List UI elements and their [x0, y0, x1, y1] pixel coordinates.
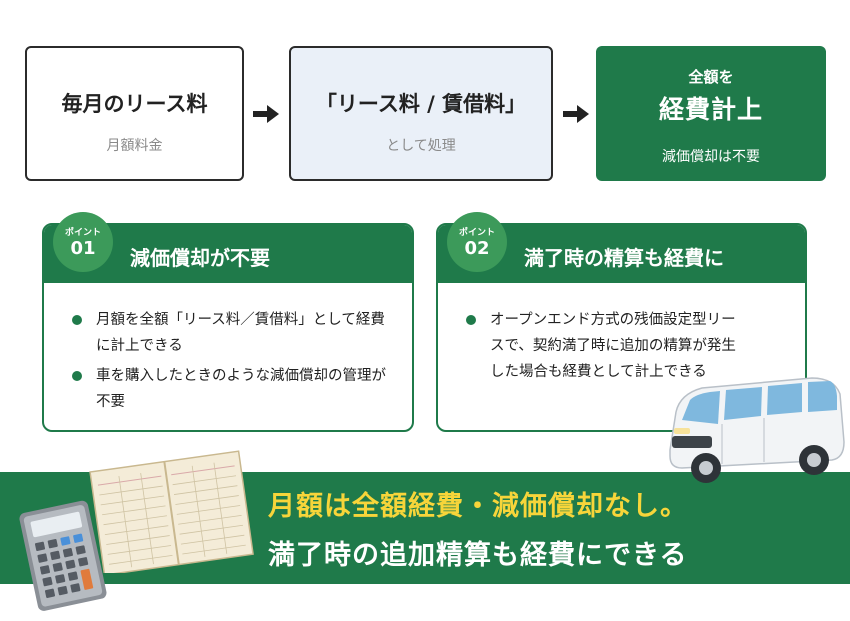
point-card-title: 減価償却が不要 — [130, 246, 270, 270]
point-badge-1: ポイント 01 — [53, 212, 113, 272]
bullet-dot — [72, 315, 82, 325]
point-card-header: 満了時の精算も経費に — [438, 225, 805, 283]
banner-headline: 月額は全額経費・減価償却なし。 — [268, 491, 688, 522]
bullet-item: オープンエンド方式の残価設定型リースで、契約満了時に追加の精算が発生した場合も経… — [466, 307, 745, 385]
flow-box-title: 毎月のリース料 — [61, 92, 208, 116]
arrow-right-icon — [563, 105, 589, 123]
flow-box-lease-expense: 「リース料 / 賃借料」 として処理 — [289, 46, 553, 181]
calculator-illustration — [19, 500, 107, 611]
badge-label: ポイント — [64, 228, 101, 238]
bullet-text: 車を購入したときのような減価償却の管理が不要 — [96, 368, 386, 410]
bullet-dot — [72, 371, 82, 381]
flow-box-full-expense: 全額を 経費計上 減価償却は不要 — [596, 46, 826, 181]
bullet-item: 月額を全額「リース料／賃借料」として経費に計上できる — [72, 307, 394, 359]
point-card-title: 満了時の精算も経費に — [524, 246, 724, 270]
van-illustration — [669, 377, 845, 483]
point-bullet-list: オープンエンド方式の残価設定型リースで、契約満了時に追加の精算が発生した場合も経… — [466, 307, 745, 389]
flow-box-title: 経費計上 — [658, 95, 763, 124]
bullet-text: 月額を全額「リース料／賃借料」として経費に計上できる — [96, 312, 385, 354]
badge-number: 02 — [464, 238, 490, 259]
bullet-dot — [466, 315, 476, 325]
flow-box-monthly-lease: 毎月のリース料 月額料金 — [25, 46, 244, 181]
bullet-text: オープンエンド方式の残価設定型リースで、契約満了時に追加の精算が発生した場合も経… — [490, 312, 736, 380]
ledger-book-illustration — [89, 450, 254, 573]
flow-box-label: 全額を — [688, 68, 734, 86]
flow-box-subtitle: 月額料金 — [106, 138, 163, 154]
flow-box-subtitle: として処理 — [386, 138, 456, 154]
flow-box-note: 減価償却は不要 — [662, 149, 760, 165]
bullet-item: 車を購入したときのような減価償却の管理が不要 — [72, 363, 394, 415]
arrow-right-icon — [253, 105, 279, 123]
banner-subheadline: 満了時の追加精算も経費にできる — [268, 540, 688, 571]
point-badge-2: ポイント 02 — [447, 212, 507, 272]
flow-box-title: 「リース料 / 賃借料」 — [315, 92, 527, 116]
badge-label: ポイント — [458, 228, 495, 238]
badge-number: 01 — [70, 238, 96, 259]
point-bullet-list: 月額を全額「リース料／賃借料」として経費に計上できる 車を購入したときのような減… — [72, 307, 394, 419]
